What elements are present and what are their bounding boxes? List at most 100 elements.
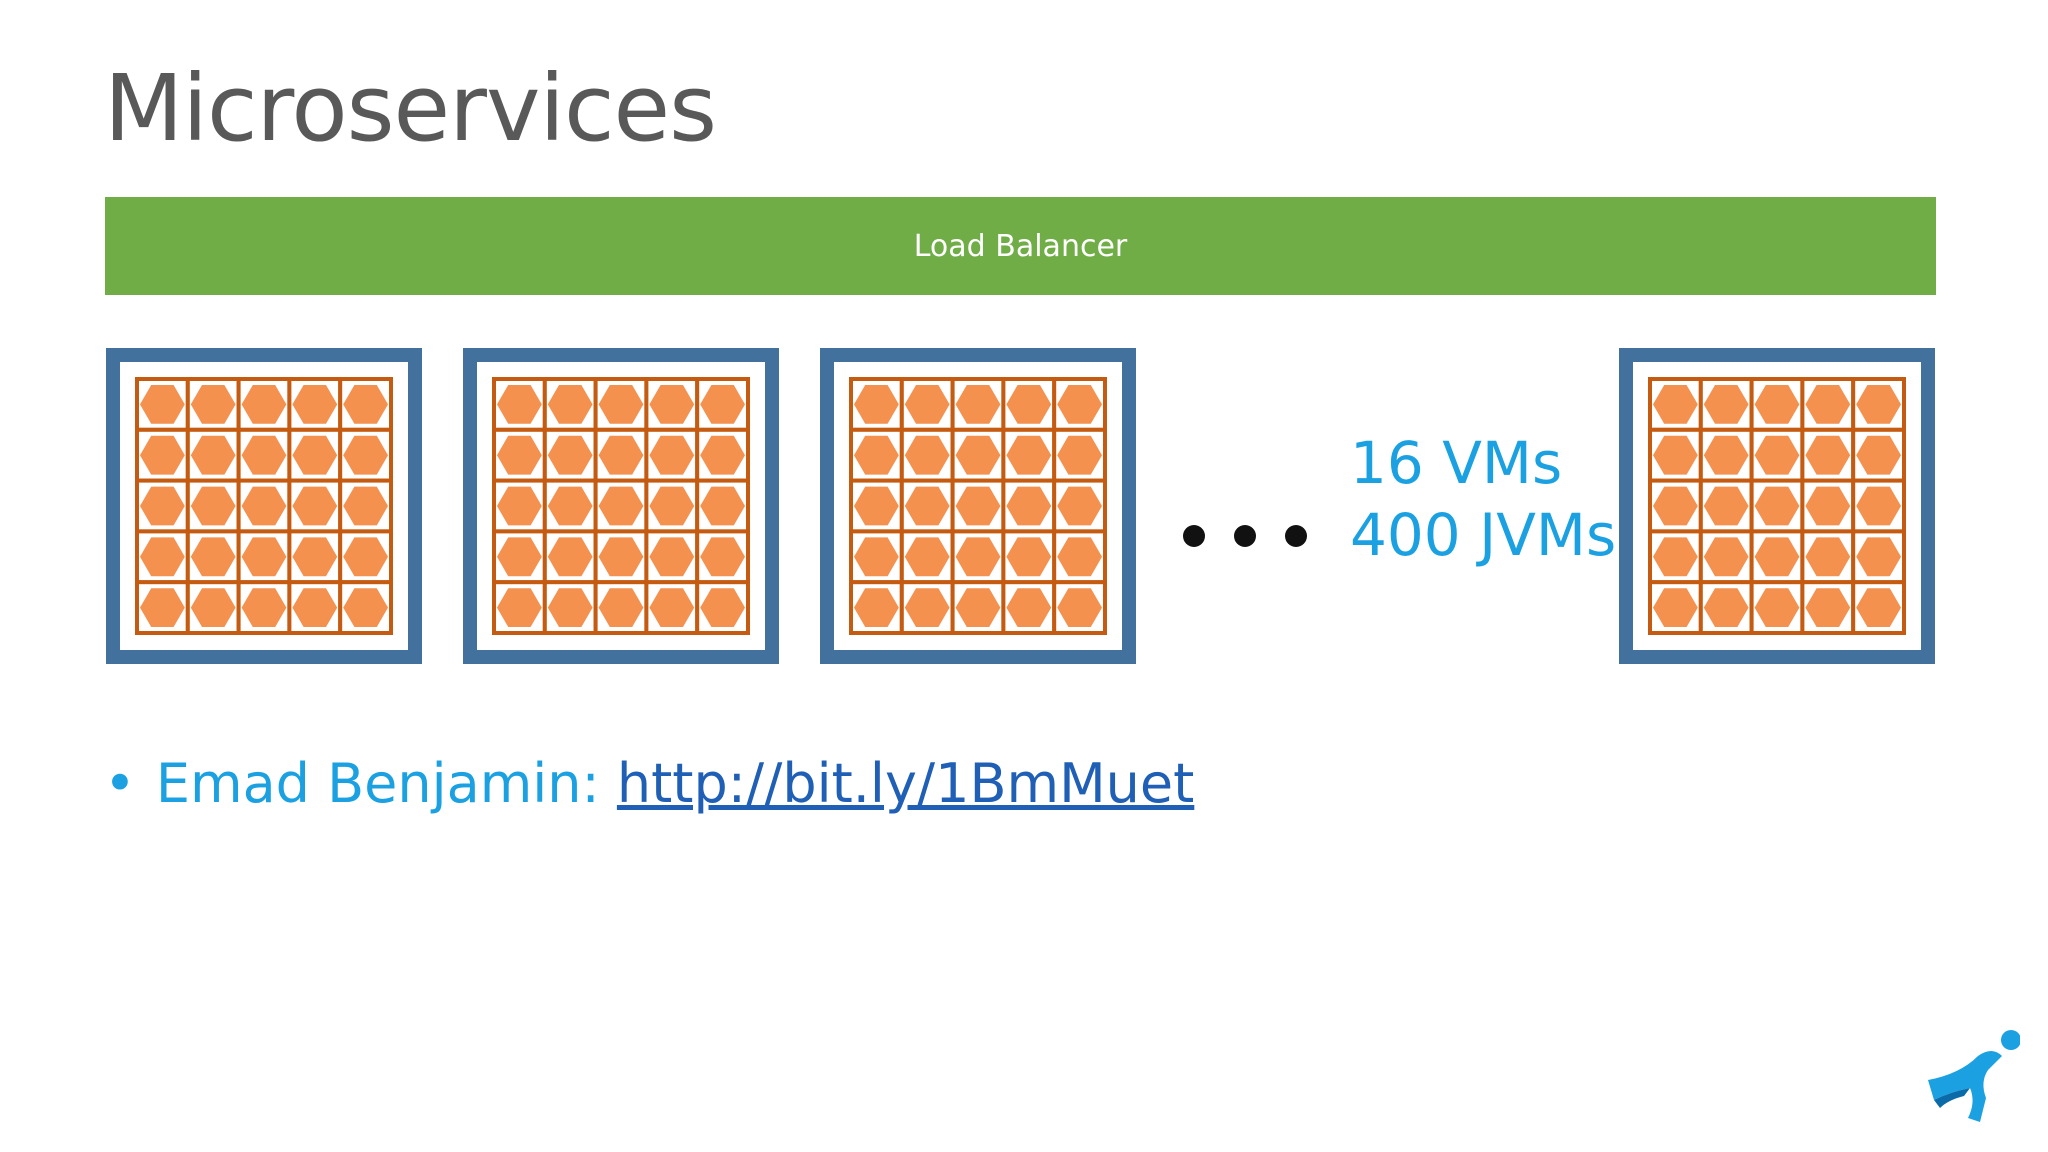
jvm-hexagon	[547, 385, 593, 424]
jvm-hexagon	[343, 537, 388, 577]
jvm-hexagon	[904, 588, 950, 627]
jvm-hexagon	[955, 537, 1001, 577]
jvm-hexagon	[343, 486, 388, 526]
jvm-hexagon	[241, 537, 287, 577]
jvm-hexagon	[1703, 588, 1749, 627]
jvm-hexagon	[904, 537, 950, 577]
jvm-hexagon	[1754, 588, 1800, 627]
slide-title: Microservices	[104, 55, 717, 162]
jvm-hexagon	[1006, 385, 1052, 424]
jvm-hexagon	[1703, 486, 1749, 526]
jvm-hexagon	[1057, 588, 1102, 627]
vm-count-label: 16 VMs	[1350, 429, 1563, 497]
jvm-hexagon	[700, 486, 745, 526]
jvm-hexagon	[598, 385, 644, 424]
jvm-hexagon	[547, 537, 593, 577]
jvm-hexagon	[955, 435, 1001, 475]
runner-logo-icon	[1928, 1030, 2020, 1122]
jvm-hexagon	[140, 385, 185, 424]
jvm-hexagon	[497, 435, 542, 475]
jvm-hexagon	[1805, 385, 1851, 424]
reference-link[interactable]: http://bit.ly/1BmMuet	[616, 752, 1195, 815]
jvm-hexagon	[1057, 385, 1102, 424]
jvm-hexagon	[854, 588, 899, 627]
jvm-hexagon	[649, 486, 695, 526]
jvm-hexagon	[1057, 537, 1102, 577]
jvm-grid	[1648, 377, 1906, 635]
jvm-hexagon	[598, 486, 644, 526]
jvm-hexagon	[1653, 588, 1698, 627]
jvm-hexagon	[1006, 537, 1052, 577]
jvm-hexagon	[1805, 537, 1851, 577]
jvm-hexagon	[854, 385, 899, 424]
jvm-hexagon	[598, 435, 644, 475]
bullet-text: Emad Benjamin:	[155, 752, 617, 815]
jvm-hexagon	[955, 486, 1001, 526]
jvm-hexagon	[241, 486, 287, 526]
jvm-hexagon	[1856, 486, 1901, 526]
jvm-hexagon	[343, 435, 388, 475]
jvm-hexagon	[190, 435, 236, 475]
vm-box-2	[463, 348, 779, 664]
jvm-hexagon	[904, 486, 950, 526]
bullet-item: • Emad Benjamin: http://bit.ly/1BmMuet	[104, 752, 1194, 815]
jvm-hexagon	[700, 588, 745, 627]
jvm-hexagon	[1006, 486, 1052, 526]
jvm-hexagon	[190, 588, 236, 627]
jvm-hexagon	[1653, 486, 1698, 526]
jvm-hexagon	[955, 588, 1001, 627]
jvm-hexagon	[955, 385, 1001, 424]
jvm-hexagon	[1006, 435, 1052, 475]
jvm-hexagon	[854, 486, 899, 526]
jvm-hexagon	[1653, 537, 1698, 577]
jvm-hexagon	[190, 486, 236, 526]
jvm-hexagon	[1856, 588, 1901, 627]
jvm-hexagon	[547, 588, 593, 627]
jvm-grid	[849, 377, 1107, 635]
jvm-hexagon	[190, 537, 236, 577]
jvm-hexagon	[1703, 537, 1749, 577]
jvm-grid	[492, 377, 750, 635]
vm-box-3	[820, 348, 1136, 664]
jvm-hexagon	[1805, 588, 1851, 627]
jvm-hexagon	[1805, 486, 1851, 526]
vm-box-1	[106, 348, 422, 664]
jvm-hexagon	[1856, 537, 1901, 577]
jvm-hexagon	[241, 385, 287, 424]
jvm-hexagon	[140, 588, 185, 627]
jvm-hexagon	[1754, 537, 1800, 577]
jvm-hexagon	[598, 588, 644, 627]
load-balancer-label: Load Balancer	[913, 228, 1128, 264]
jvm-hexagon	[649, 435, 695, 475]
jvm-count-label: 400 JVMs	[1350, 501, 1617, 569]
jvm-hexagon	[497, 486, 542, 526]
jvm-hexagon	[292, 385, 338, 424]
vm-box-4	[1619, 348, 1935, 664]
jvm-hexagon	[547, 435, 593, 475]
jvm-hexagon	[343, 385, 388, 424]
jvm-hexagon	[343, 588, 388, 627]
ellipsis-dots	[1183, 525, 1307, 547]
bullet-dot: •	[104, 752, 136, 815]
jvm-hexagon	[700, 537, 745, 577]
jvm-hexagon	[1856, 435, 1901, 475]
jvm-hexagon	[190, 385, 236, 424]
jvm-grid	[135, 377, 393, 635]
jvm-hexagon	[292, 486, 338, 526]
jvm-hexagon	[904, 435, 950, 475]
jvm-hexagon	[649, 588, 695, 627]
jvm-hexagon	[1856, 385, 1901, 424]
jvm-hexagon	[241, 435, 287, 475]
jvm-hexagon	[904, 385, 950, 424]
jvm-hexagon	[140, 486, 185, 526]
jvm-hexagon	[649, 385, 695, 424]
jvm-hexagon	[1754, 486, 1800, 526]
jvm-hexagon	[1057, 486, 1102, 526]
jvm-hexagon	[292, 435, 338, 475]
jvm-hexagon	[1754, 385, 1800, 424]
jvm-hexagon	[700, 435, 745, 475]
jvm-hexagon	[1703, 385, 1749, 424]
jvm-hexagon	[649, 537, 695, 577]
jvm-hexagon	[1653, 435, 1698, 475]
